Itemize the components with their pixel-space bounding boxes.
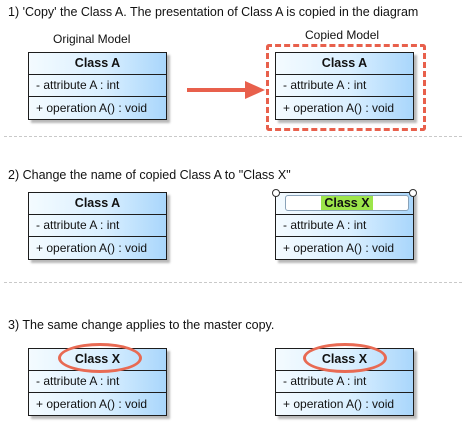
class-attribute[interactable]: - attribute A : int (276, 215, 413, 237)
class-name-edit-text[interactable]: Class X (321, 196, 373, 210)
class-name-editing[interactable]: Class X (276, 193, 413, 215)
class-name-edit-field[interactable]: Class X (285, 195, 409, 211)
class-name[interactable]: Class A (29, 53, 166, 75)
class-operation[interactable]: + operation A() : void (36, 397, 148, 411)
original-model-label: Original Model (53, 32, 131, 46)
section-divider-1 (4, 136, 462, 137)
class-x-copy-step2[interactable]: Class X - attribute A : int + operation … (272, 189, 417, 260)
change-highlight-ellipse-original (58, 343, 142, 373)
class-operation[interactable]: + operation A() : void (283, 101, 395, 115)
class-attribute[interactable]: - attribute A : int (29, 75, 166, 97)
copy-arrow-icon (187, 81, 265, 99)
class-operation[interactable]: + operation A() : void (36, 101, 148, 115)
class-name[interactable]: Class A (276, 53, 413, 75)
class-attribute[interactable]: - attribute A : int (276, 75, 413, 97)
resize-handle-top-left[interactable] (272, 189, 280, 197)
class-attribute[interactable]: - attribute A : int (276, 371, 413, 393)
class-a-original-step2[interactable]: Class A - attribute A : int + operation … (28, 192, 167, 260)
copied-selection-highlight (266, 44, 426, 131)
change-highlight-ellipse-copy (303, 343, 387, 373)
class-operation[interactable]: + operation A() : void (283, 241, 395, 255)
class-a-original-step1[interactable]: Class A - attribute A : int + operation … (28, 52, 167, 120)
copied-model-label: Copied Model (305, 28, 380, 42)
class-attribute[interactable]: - attribute A : int (29, 371, 166, 393)
class-operation[interactable]: + operation A() : void (283, 397, 395, 411)
class-operation[interactable]: + operation A() : void (36, 241, 148, 255)
class-a-copy-step1[interactable]: Class A - attribute A : int + operation … (275, 52, 414, 120)
section-divider-2 (4, 282, 462, 283)
resize-handle-top-right[interactable] (409, 189, 417, 197)
step-3-title: 3) The same change applies to the master… (8, 318, 275, 332)
step-1-title: 1) 'Copy' the Class A. The presentation … (8, 5, 419, 19)
step-2-title: 2) Change the name of copied Class A to … (8, 168, 291, 182)
class-attribute[interactable]: - attribute A : int (29, 215, 166, 237)
class-name[interactable]: Class A (29, 193, 166, 215)
arrow-head (245, 81, 265, 99)
